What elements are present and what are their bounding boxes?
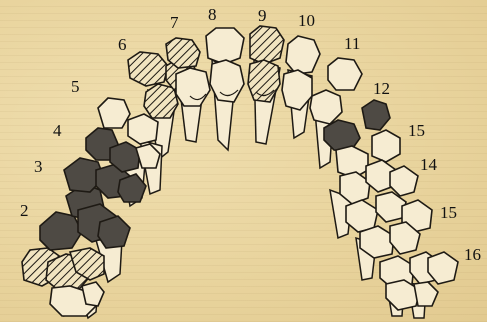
label-tooth-5: 5 <box>71 78 80 95</box>
label-tooth-14: 14 <box>420 156 437 173</box>
label-tooth-15-upper: 15 <box>408 122 425 139</box>
left-posterior-teeth <box>22 98 160 316</box>
tooth-3-dark-e <box>98 216 130 248</box>
label-tooth-6: 6 <box>118 36 127 53</box>
tooth-right-b <box>372 130 400 162</box>
tooth-right-n <box>414 282 438 306</box>
tooth-6-crown <box>128 52 168 86</box>
label-tooth-11: 11 <box>344 35 360 52</box>
tooth-5-crown <box>98 98 130 128</box>
tooth-right-e <box>390 166 418 196</box>
tooth-8-crown <box>206 28 244 64</box>
tooth-10-crown <box>286 36 320 74</box>
label-tooth-12: 12 <box>373 80 390 97</box>
label-tooth-15-lower: 15 <box>440 204 457 221</box>
label-tooth-7: 7 <box>170 14 179 31</box>
label-tooth-2: 2 <box>20 202 29 219</box>
label-tooth-3: 3 <box>34 158 43 175</box>
tooth-7-crown <box>166 38 200 68</box>
label-tooth-8: 8 <box>208 6 217 23</box>
tooth-12-dark <box>362 100 390 130</box>
label-tooth-16: 16 <box>464 246 481 263</box>
label-tooth-4: 4 <box>53 122 62 139</box>
anterior-teeth <box>128 26 362 124</box>
tooth-9-crown <box>250 26 284 64</box>
tooth-left-low-4 <box>82 282 104 306</box>
label-tooth-9: 9 <box>258 7 267 24</box>
tooth-11b-crown <box>310 90 342 124</box>
label-tooth-10: 10 <box>298 12 315 29</box>
tooth-2-dark <box>40 212 82 250</box>
tooth-11-crown <box>328 58 362 90</box>
tooth-7b-crown <box>176 68 210 106</box>
